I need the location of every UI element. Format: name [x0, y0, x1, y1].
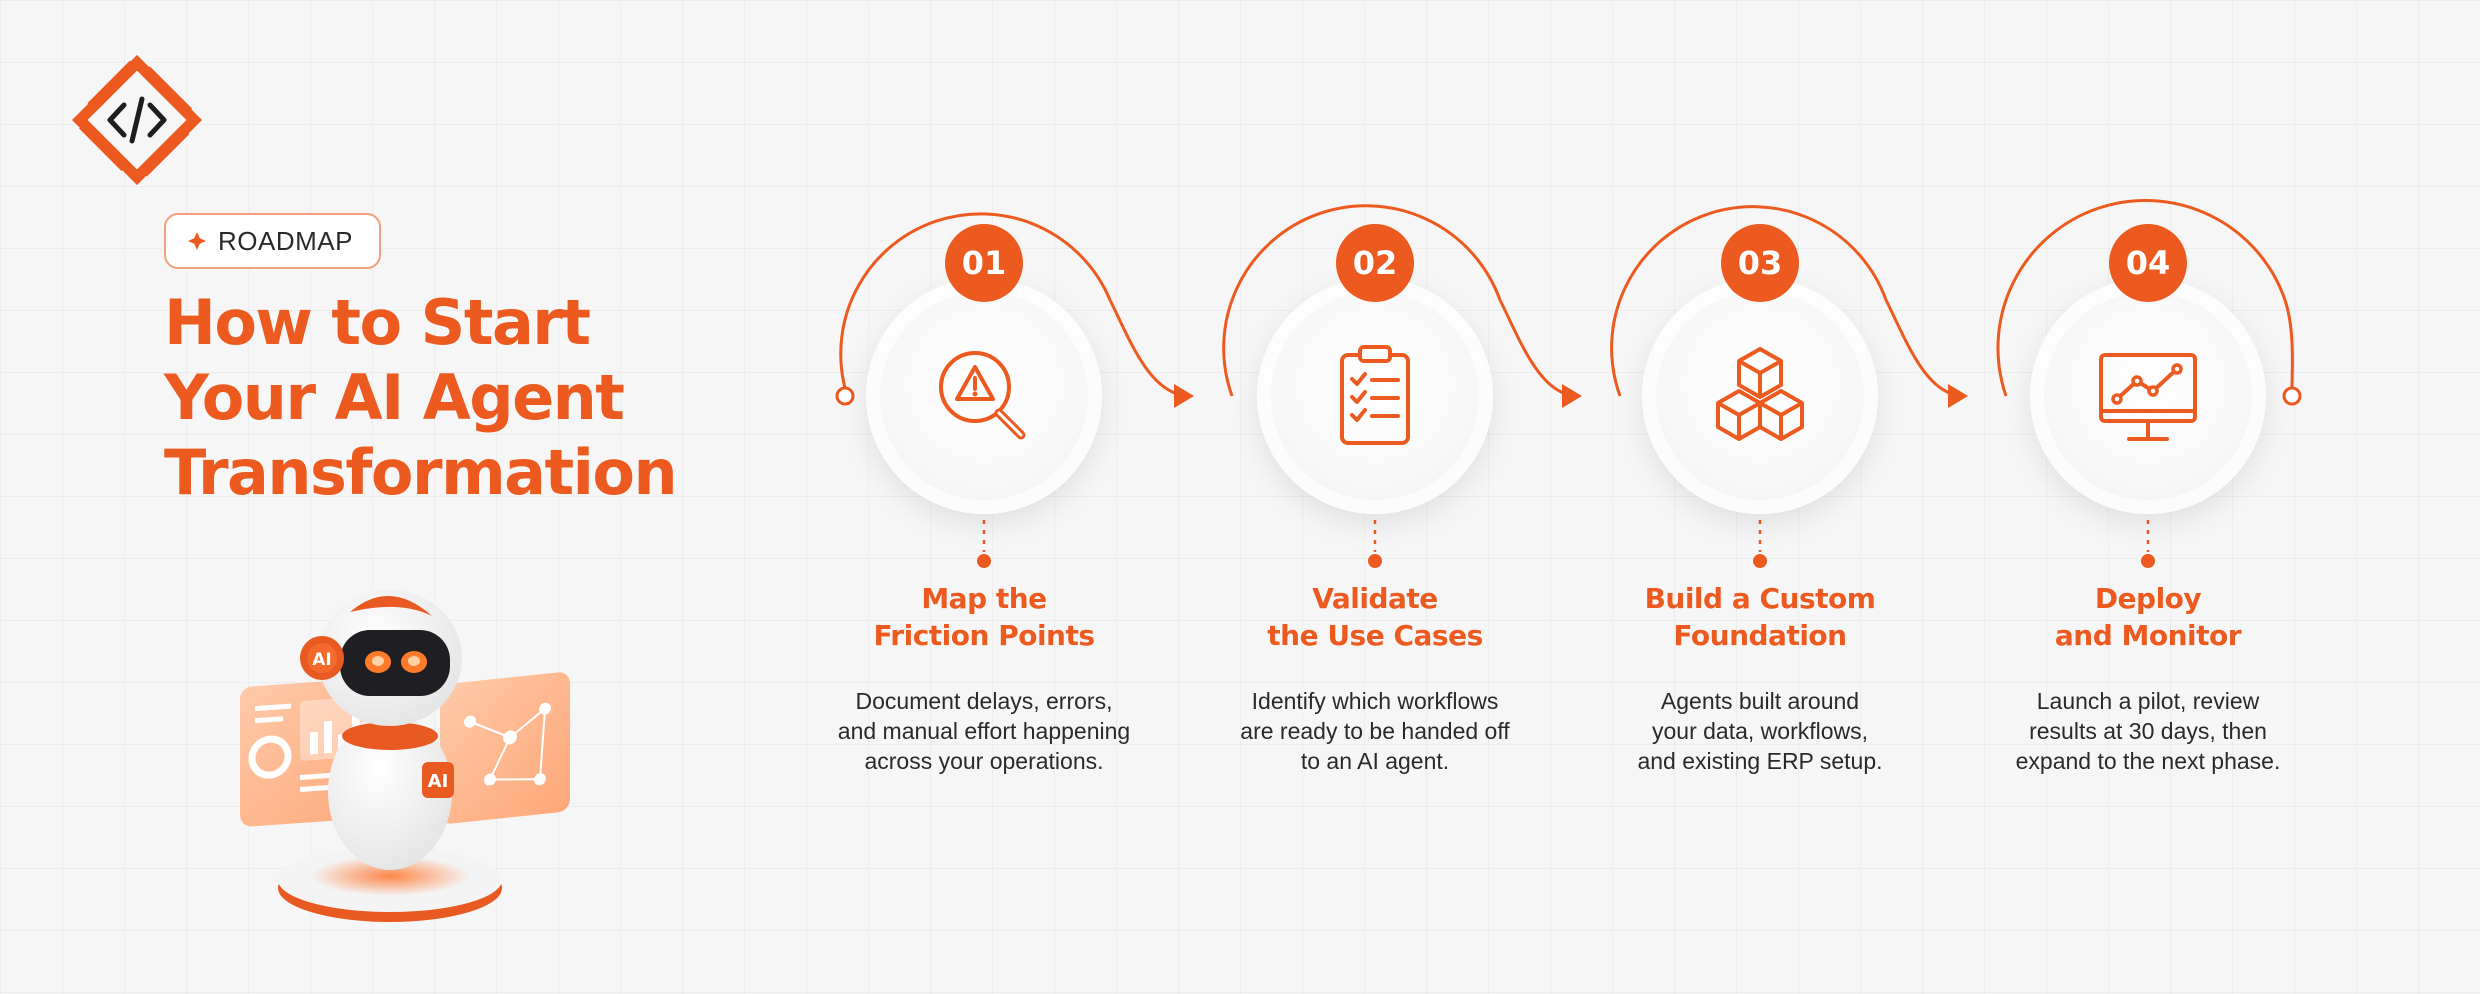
roadmap-badge: ROADMAP [164, 213, 381, 269]
step-description-line: are ready to be handed off [1240, 718, 1510, 744]
step-description-line: and manual effort happening [837, 718, 1131, 744]
step-description-line: Identify which workflows [1251, 688, 1499, 714]
step-description-line: your data, workflows, [1651, 718, 1869, 744]
title-line: How to Start [164, 286, 591, 359]
step-description-line: Document delays, errors, [855, 688, 1113, 714]
step-title-line: Map the [921, 582, 1047, 615]
monitor-chart-icon [2099, 353, 2197, 441]
step-number-badge: 02 [1336, 224, 1414, 302]
step-description: Identify which workflows are ready to be… [1185, 686, 1565, 776]
step-description-line: Agents built around [1660, 688, 1860, 714]
step-description: Agents built around your data, workflows… [1570, 686, 1950, 776]
step-title-line: Foundation [1673, 619, 1847, 652]
step-description-line: across your operations. [864, 748, 1104, 774]
badge-label: ROADMAP [218, 225, 353, 256]
step-4-icon-disc [2030, 278, 2266, 514]
title-line: Your AI Agent [164, 361, 625, 434]
step-description-line: Launch a pilot, review [2036, 688, 2260, 714]
magnifier-warning-icon [939, 351, 1026, 440]
step-2-icon-disc [1257, 278, 1493, 514]
page-title: How to Start Your AI Agent Transformatio… [164, 285, 724, 510]
step-description-line: and existing ERP setup. [1637, 748, 1883, 774]
step-description-line: results at 30 days, then [2029, 718, 2267, 744]
step-description: Document delays, errors, and manual effo… [794, 686, 1174, 776]
ai-robot-illustration: AI AI [240, 590, 570, 922]
step-title: Map the Friction Points [794, 580, 1174, 654]
step-title-line: the Use Cases [1267, 619, 1483, 652]
connector-arrow [1948, 384, 1968, 408]
stacked-cubes-icon [1716, 347, 1804, 441]
step-title-line: Friction Points [873, 619, 1095, 652]
step-description-line: expand to the next phase. [2015, 748, 2281, 774]
step-title: Deploy and Monitor [1958, 580, 2338, 654]
sparkle-diamond-icon [188, 232, 206, 250]
connector-arrow [1174, 384, 1194, 408]
step-1-icon-disc [866, 278, 1102, 514]
step-description-line: to an AI agent. [1300, 748, 1450, 774]
robot-ai-ear-label: AI [312, 650, 331, 670]
code-diamond-icon [72, 55, 202, 185]
title-line: Transformation [164, 436, 678, 509]
step-title-line: Validate [1312, 582, 1438, 615]
step-title-line: Build a Custom [1644, 582, 1876, 615]
step-title: Validate the Use Cases [1185, 580, 1565, 654]
step-number-badge: 04 [2109, 224, 2187, 302]
step-number-badge: 01 [945, 224, 1023, 302]
step-title-line: Deploy [2094, 582, 2202, 615]
step-title: Build a Custom Foundation [1570, 580, 1950, 654]
clipboard-checklist-icon [1340, 345, 1410, 445]
step-number-badge: 03 [1721, 224, 1799, 302]
connector-arrow [1562, 384, 1582, 408]
step-description: Launch a pilot, review results at 30 day… [1958, 686, 2338, 776]
step-title-line: and Monitor [2054, 619, 2242, 652]
step-3-icon-disc [1642, 278, 1878, 514]
robot-ai-chest-label: AI [428, 771, 449, 792]
